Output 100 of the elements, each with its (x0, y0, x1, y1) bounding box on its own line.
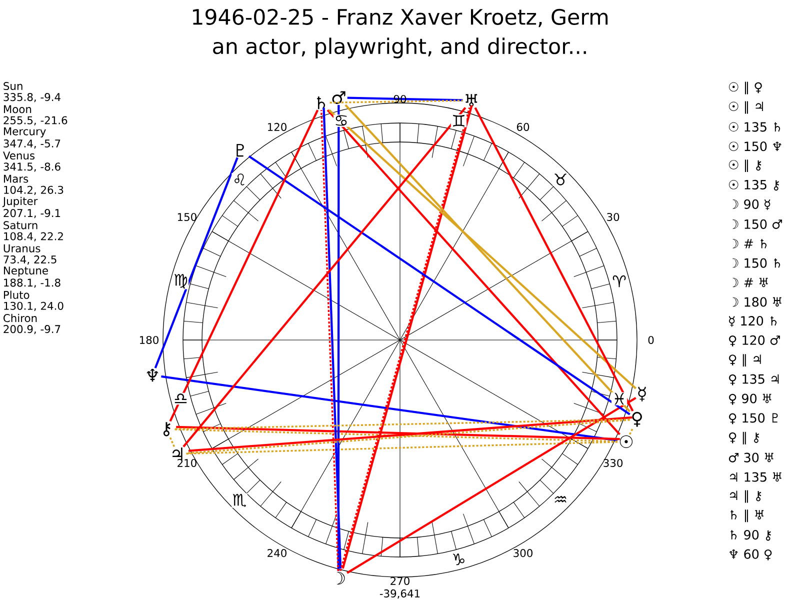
zodiac-sign: ♓ (611, 392, 628, 406)
aspect-line (161, 375, 618, 442)
zodiac-sign: ♊ (450, 114, 467, 128)
planet-name: Mars (4, 174, 28, 183)
planet-position: 335.8, -9.4 (4, 93, 60, 102)
planet-position: 104.2, 26.3 (4, 186, 64, 195)
aspect-line (337, 104, 340, 571)
aspect-entry: ☽ 90 ☿ (732, 199, 770, 210)
planet-name: Mercury (4, 127, 46, 138)
planet-glyph: ♆ (146, 368, 158, 382)
zodiac-sign: ♈ (611, 274, 628, 288)
planet-glyph: ☉ (620, 435, 633, 448)
zodiac-sign: ♑ (450, 552, 467, 566)
degree-label: 30 (607, 212, 620, 222)
degree-label: 0 (648, 336, 654, 344)
degree-label: 270 (390, 576, 410, 586)
aspect-entry: ☉ 135 ♄ (728, 122, 780, 132)
aspect-entry: ♄ ∥ ♅ (730, 510, 764, 522)
planet-glyph: ♅ (466, 94, 478, 107)
aspect-line (344, 104, 631, 412)
aspect-entry: ☉ ∥ ♃ (728, 101, 763, 114)
aspect-entry: ☉ 150 ♆ (728, 142, 782, 152)
aspect-line (186, 441, 618, 455)
planet-name: Venus (3, 152, 35, 160)
aspect-line (347, 96, 463, 102)
degree-label: 60 (516, 122, 530, 131)
aspect-entry: ♃ ∥ ⚷ (730, 490, 762, 503)
planet-glyph: ♂ (332, 91, 346, 104)
degree-label: 210 (178, 458, 196, 468)
aspect-entry: ♀ 120 ♂ (729, 335, 780, 346)
aspect-line (326, 109, 620, 436)
planet-glyph: ♃ (172, 448, 182, 460)
planet-position: 207.1, -9.1 (4, 209, 60, 218)
aspect-line (328, 109, 636, 390)
aspect-line (346, 396, 636, 574)
planet-name: Saturn (4, 221, 38, 230)
aspect-entry: ♀ 90 ♅ (729, 394, 772, 405)
planet-position: 341.5, -8.6 (4, 162, 60, 172)
aspect-entry: ☽ 150 ♂ (732, 219, 782, 229)
planet-name: Moon (4, 105, 32, 114)
planet-glyph: ♀ (632, 412, 642, 427)
aspect-entry: ☉ ∥ ⚷ (728, 160, 762, 172)
aspect-entry: ♀ ∥ ♃ (729, 354, 761, 367)
chart-title: 1946-02-25 - Franz Xaver Kroetz, Germ (192, 8, 608, 28)
aspect-entry: ☉ ∥ ♀ (728, 82, 762, 94)
aspect-line (174, 428, 618, 442)
aspect-entry: ♀ ∥ ⚷ (729, 432, 760, 444)
planet-name: Uranus (4, 244, 40, 252)
aspect-entry: ☉ 135 ⚷ (728, 180, 780, 191)
planet-name: Neptune (4, 266, 48, 277)
aspect-line (330, 100, 463, 104)
aspect-line (182, 107, 466, 448)
aspect-entry: ♀ 150 ♇ (729, 413, 778, 424)
degree-label: 180 (140, 336, 158, 344)
aspect-line (176, 426, 620, 440)
aspect-entry: ☽ # ♄ (732, 238, 767, 248)
planet-position: 188.1, -1.8 (4, 278, 60, 288)
chart-number: -39,641 (380, 589, 420, 599)
aspect-entry: ♀ 135 ♃ (729, 374, 779, 386)
zodiac-sign: ♏ (232, 493, 248, 508)
planet-position: 130.1, 24.0 (4, 302, 64, 311)
aspect-line (474, 107, 634, 412)
aspect-entry: ♂ 30 ♅ (728, 452, 774, 462)
aspect-entry: ♆ 60 ♀ (730, 549, 772, 560)
aspect-entry: ☽ 180 ♅ (732, 297, 782, 307)
zodiac-sign: ♍ (172, 273, 189, 290)
chart-subtitle: an actor, playwright, and director... (213, 38, 586, 58)
planet-glyph: ⚷ (163, 422, 170, 436)
aspect-line (248, 155, 630, 416)
planet-name: Jupiter (2, 196, 38, 208)
zodiac-sign: ♋ (333, 114, 350, 127)
planet-position: 200.9, -9.7 (4, 325, 60, 334)
zodiac-sign: ♎ (172, 392, 189, 405)
aspect-line (154, 157, 238, 368)
planet-name: Sun (4, 82, 22, 90)
degree-label: 90 (394, 94, 406, 104)
degree-label: 300 (514, 549, 532, 558)
planet-glyph: ♇ (236, 144, 244, 157)
degree-label: 150 (178, 212, 196, 222)
planet-position: 108.4, 22.2 (4, 232, 63, 242)
planet-position: 73.4, 22.5 (4, 255, 56, 265)
planet-glyph: ☽ (336, 572, 345, 584)
planet-name: Pluto (4, 290, 30, 299)
zodiac-sign: ♌ (232, 172, 248, 186)
zodiac-sign: ♉ (552, 172, 568, 186)
degree-label: 120 (268, 122, 286, 131)
planet-position: 347.4, -5.7 (4, 139, 60, 149)
aspect-line (169, 110, 319, 422)
planet-glyph: ☿ (638, 386, 646, 402)
planet-position: 255.5, -21.6 (4, 116, 68, 126)
planet-glyph: ♄ (317, 96, 326, 110)
planet-name: Chiron (4, 314, 37, 322)
aspect-entry: ☽ # ♅ (732, 278, 768, 288)
aspect-entry: ♃ 135 ♅ (730, 472, 782, 482)
aspect-line (628, 427, 634, 435)
degree-label: 330 (604, 458, 623, 468)
aspect-line (169, 436, 176, 447)
zodiac-sign: ♒ (552, 495, 568, 506)
aspect-entry: ☽ 150 ♄ (732, 258, 780, 268)
aspect-line (174, 418, 630, 430)
